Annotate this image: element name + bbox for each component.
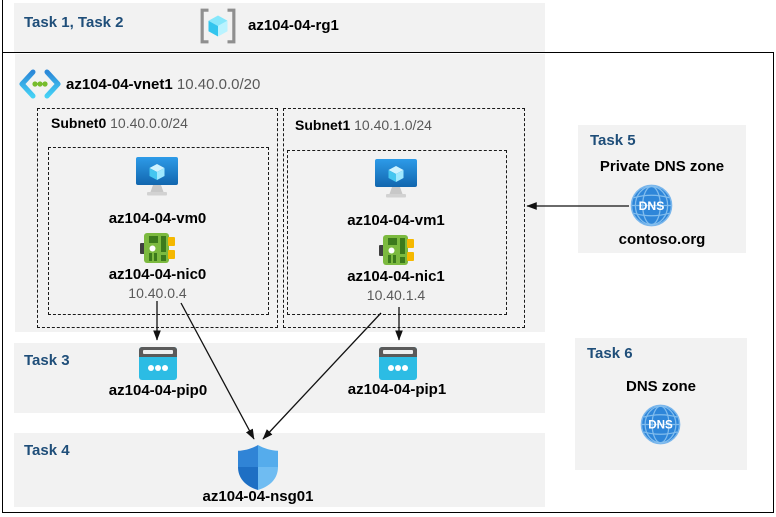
- subnet1-label: Subnet1 10.40.1.0/24: [295, 117, 432, 133]
- task3-label: Task 3: [24, 352, 70, 369]
- task3-band: [14, 343, 545, 413]
- nic1-label: az104-04-nic1: [347, 268, 445, 285]
- pip0-icon: [139, 347, 177, 380]
- subnet1-name: Subnet1: [295, 117, 351, 133]
- nic1-ip: 10.40.1.4: [366, 287, 426, 303]
- task6-label: Task 6: [587, 345, 633, 362]
- vnet-name: az104-04-vnet1: [66, 76, 173, 93]
- task5-zone-name: contoso.org: [618, 231, 706, 248]
- diagram-frame: [2, 52, 774, 513]
- subnet0-name: Subnet0: [51, 115, 107, 131]
- vm1-icon: [374, 159, 418, 199]
- pip1-icon: [379, 347, 417, 380]
- task5-title: Private DNS zone: [599, 158, 725, 175]
- task5-label: Task 5: [590, 132, 636, 149]
- task1-2-label: Task 1, Task 2: [24, 14, 124, 31]
- nic1-icon: [379, 234, 415, 266]
- dns-zone-icon-text: DNS: [648, 419, 673, 432]
- pip1-label: az104-04-pip1: [347, 381, 447, 398]
- vm0-label: az104-04-vm0: [108, 210, 207, 227]
- vnet-cidr: 10.40.0.0/20: [176, 76, 261, 93]
- nic0-icon: [140, 232, 176, 264]
- dns-zone-icon: DNS: [640, 404, 681, 445]
- vnet-label: az104-04-vnet1 10.40.0.0/20: [66, 76, 260, 93]
- resource-group-icon: [199, 8, 237, 44]
- subnet1-cidr: 10.40.1.0/24: [354, 117, 432, 133]
- nsg-label: az104-04-nsg01: [202, 488, 314, 505]
- virtual-network-icon: [18, 69, 62, 99]
- subnet1-box: [283, 108, 525, 328]
- private-dns-icon-text: DNS: [639, 199, 665, 213]
- subnet1-inner-box: [287, 150, 507, 315]
- subnet0-cidr: 10.40.0.0/24: [110, 115, 188, 131]
- task1-2-band: [14, 3, 545, 52]
- task4-band: [14, 433, 545, 507]
- nic0-label: az104-04-nic0: [108, 266, 207, 283]
- vnet-area: [15, 53, 545, 332]
- task6-title: DNS zone: [625, 378, 696, 395]
- nic0-ip: 10.40.0.4: [128, 285, 187, 301]
- nsg-shield-icon: [238, 445, 278, 490]
- subnet0-inner-box: [48, 147, 269, 315]
- pip0-label: az104-04-pip0: [108, 382, 208, 399]
- private-dns-zone-icon: DNS: [630, 184, 673, 227]
- subnet0-label: Subnet0 10.40.0.0/24: [51, 115, 188, 131]
- task4-label: Task 4: [24, 442, 70, 459]
- task6-box: [575, 338, 747, 470]
- vm0-icon: [135, 157, 179, 197]
- vm1-label: az104-04-vm1: [347, 212, 445, 229]
- resource-group-name: az104-04-rg1: [248, 17, 339, 34]
- left-border-segment: [2, 0, 3, 53]
